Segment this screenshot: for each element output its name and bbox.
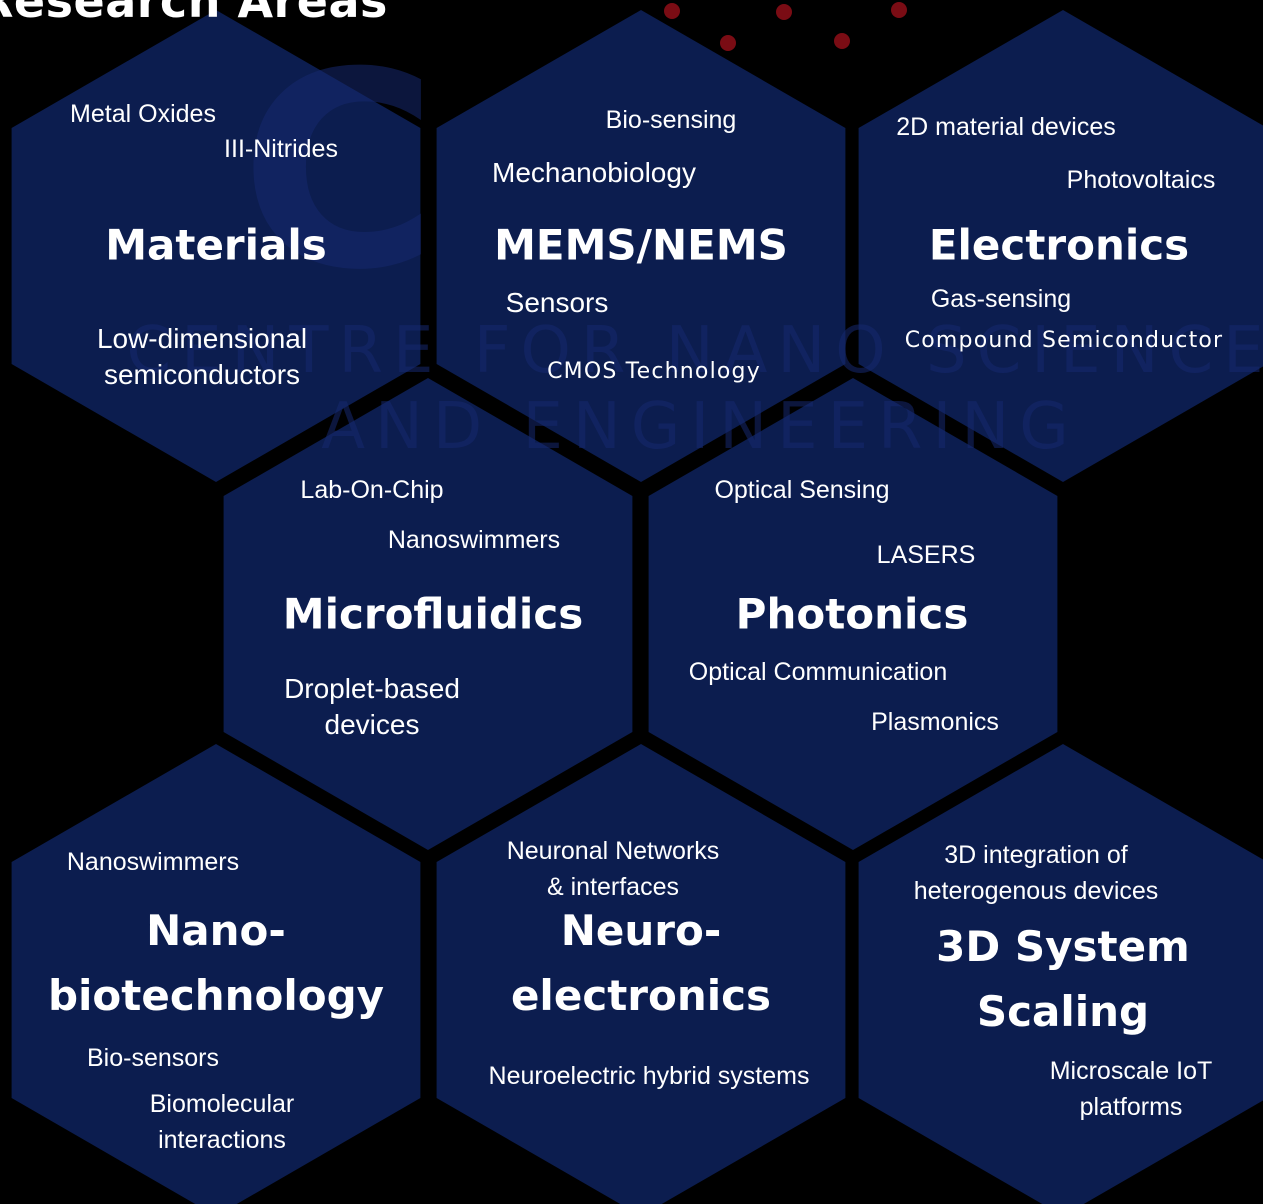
topic-label-line: Sensors: [505, 287, 609, 318]
hexagon-3d-system-scaling: [858, 744, 1263, 1204]
hexagon-photonics: [648, 378, 1058, 850]
page-title: Research Areas: [0, 0, 388, 28]
topic-label-line: Optical Communication: [688, 658, 948, 686]
topic-label: Low-dimensional semiconductors: [97, 321, 307, 393]
topic-label-line: Photovoltaics: [1066, 166, 1216, 194]
topic-label: Microscale IoT platforms: [1050, 1053, 1213, 1125]
topic-label: Nanoswimmers: [67, 844, 239, 880]
topic-label: Neuronal Networks & interfaces: [507, 833, 720, 905]
hexagon-title-line: MEMS/NEMS: [494, 220, 788, 270]
logo-dot-4: [834, 33, 850, 49]
topic-label-line: CMOS Technology: [547, 359, 761, 384]
topic-label-line: Neuronal Networks: [506, 837, 720, 865]
hexagon-nanobiotechnology: [11, 744, 421, 1204]
watermark-line-2: AND ENGINEERING: [321, 390, 1079, 464]
logo-dots-decoration: [664, 2, 907, 51]
topic-label-line: Gas-sensing: [930, 285, 1072, 313]
topic-label: Optical Communication: [689, 654, 947, 690]
topic-label: Bio-sensors: [87, 1040, 219, 1076]
topic-label: Optical Sensing: [714, 472, 889, 508]
topic-label-line: Metal Oxides: [70, 100, 216, 128]
topic-label-line: interactions: [158, 1126, 286, 1154]
logo-dot-3: [776, 4, 792, 20]
topic-label: III-Nitrides: [224, 131, 338, 167]
logo-dot-5: [891, 2, 907, 18]
topic-label-line: Bio-sensors: [87, 1044, 219, 1072]
topic-label-line: Microscale IoT: [1049, 1057, 1213, 1085]
topic-label-line: semiconductors: [103, 359, 301, 390]
topic-label: Metal Oxides: [70, 96, 216, 132]
topic-label-line: Optical Sensing: [714, 476, 890, 504]
topic-label: Photovoltaics: [1067, 162, 1216, 198]
topic-label-line: Nanoswimmers: [66, 848, 240, 876]
topic-label: LASERS: [877, 537, 976, 573]
hexagon-title-line: Electronics: [928, 220, 1190, 270]
topic-label-line: & interfaces: [546, 873, 679, 901]
hexagon-title-electronics: Electronics: [929, 213, 1189, 278]
hexagon-title-materials: Materials: [105, 213, 327, 278]
topic-label-line: III-Nitrides: [224, 135, 338, 163]
hexagon-title-line: biotechnology: [47, 971, 385, 1020]
topic-label: 2D material devices: [896, 109, 1116, 145]
topic-label-line: Lab-On-Chip: [300, 476, 444, 504]
topic-label: CMOS Technology: [547, 354, 761, 390]
watermark-line-1: CENTRE FOR NANO SCIENCE: [126, 314, 1263, 388]
topic-label: Bio-sensing: [606, 102, 737, 138]
topic-label: Sensors: [506, 285, 609, 321]
topic-label-line: 2D material devices: [896, 113, 1116, 141]
topic-label: 3D integration of heterogenous devices: [914, 837, 1159, 909]
hexagon-title-line: Nano-: [146, 906, 286, 955]
topic-label-line: 3D integration of: [944, 841, 1128, 869]
topic-label: Nanoswimmers: [388, 522, 560, 558]
topic-label-line: Low-dimensional: [96, 323, 308, 354]
logo-dot-2: [720, 35, 736, 51]
hexagon-materials: [11, 10, 421, 482]
hexagon-grid: [11, 10, 1263, 1204]
watermark-logo-letters: C: [240, 14, 438, 329]
topic-label-line: Mechanobiology: [492, 157, 696, 188]
hexagon-mems-nems: [436, 10, 846, 482]
watermark: C CENTRE FOR NANO SCIENCE AND ENGINEERIN…: [126, 14, 1263, 464]
topic-label-line: Droplet-based: [284, 673, 460, 704]
topic-label: Plasmonics: [871, 704, 999, 740]
topic-label-line: Nanoswimmers: [387, 526, 561, 554]
topic-label: Neuroelectric hybrid systems: [489, 1058, 810, 1094]
topic-label: Mechanobiology: [492, 155, 696, 191]
topic-label-line: Neuroelectric hybrid systems: [488, 1062, 810, 1090]
topic-label: Lab-On-Chip: [300, 472, 443, 508]
hexagon-electronics: [858, 10, 1263, 482]
topic-label-line: platforms: [1079, 1093, 1183, 1121]
topic-label-line: LASERS: [876, 541, 976, 569]
hexagon-title-line: Materials: [105, 220, 327, 270]
hexagon-title-neuroelectronics: Neuro-electronics: [511, 898, 771, 1028]
hexagon-title-line: electronics: [510, 971, 772, 1020]
hexagon-title-line: Photonics: [735, 589, 969, 639]
hexagon-title-line: Neuro-: [560, 906, 722, 955]
topic-label: Biomolecular interactions: [150, 1086, 295, 1158]
topic-label-line: heterogenous devices: [913, 877, 1159, 905]
hexagon-microfluidics: [223, 378, 633, 850]
hexagon-title-line: 3D System: [936, 922, 1190, 971]
topic-label-line: Biomolecular: [149, 1090, 295, 1118]
hexagon-title-line: Scaling: [976, 987, 1150, 1036]
hexagon-title-nanobiotechnology: Nano-biotechnology: [48, 898, 384, 1028]
hexagon-title-microfluidics: Microfluidics: [283, 582, 583, 647]
topic-label: Droplet-based devices: [284, 671, 460, 743]
hexagon-title-photonics: Photonics: [736, 582, 969, 647]
hexagon-neuroelectronics: [436, 744, 846, 1204]
topic-label: Gas-sensing: [931, 281, 1071, 317]
logo-dot-1: [664, 3, 680, 19]
hexagon-title-line: Microfluidics: [282, 589, 584, 639]
hexagon-title-mems-nems: MEMS/NEMS: [494, 213, 788, 278]
topic-label-line: devices: [324, 709, 420, 740]
topic-label-line: Bio-sensing: [605, 106, 737, 134]
topic-label: Compound Semiconductor: [905, 323, 1224, 359]
topic-label-line: Compound Semiconductor: [904, 328, 1224, 353]
topic-label-line: Plasmonics: [871, 708, 999, 736]
